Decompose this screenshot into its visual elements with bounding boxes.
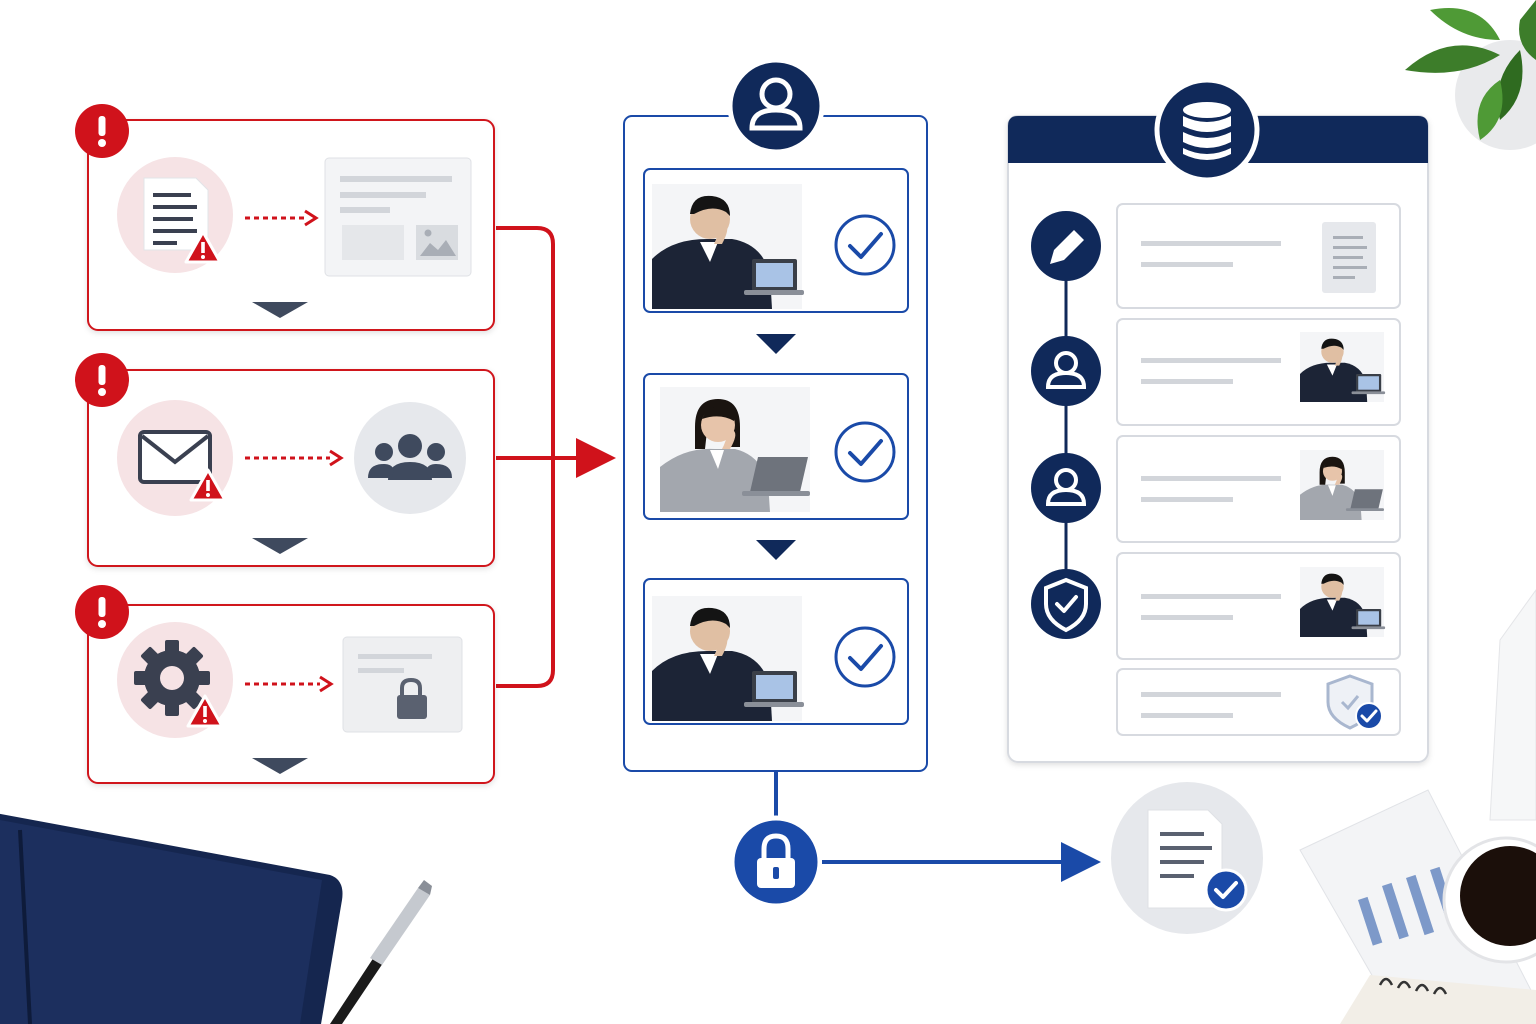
gear-warning-icon: [134, 640, 224, 728]
alert-icon: [75, 104, 129, 158]
database-icon: [1154, 77, 1260, 183]
risk-panel-email: [75, 353, 495, 567]
review-step-2: [643, 373, 909, 520]
lock-icon: [729, 815, 823, 909]
document-thumb-icon: [1322, 222, 1376, 293]
group-icon: [354, 402, 466, 514]
mail-warning-icon: [138, 430, 227, 502]
image-page-icon: [324, 157, 472, 277]
document-warning-icon: [143, 177, 222, 264]
man-at-laptop: [1300, 567, 1386, 637]
woman-at-laptop: [660, 387, 810, 512]
pen-decoration: [330, 880, 432, 1024]
user-icon: [727, 57, 825, 155]
pencil-icon: [1031, 211, 1101, 281]
review-step-1: [643, 168, 909, 313]
user-icon: [1031, 336, 1101, 406]
alert-icon: [75, 353, 129, 407]
shield-verified-icon: [1326, 674, 1383, 730]
check-circle-icon: [834, 626, 896, 688]
user-icon: [1031, 453, 1101, 523]
expand-chevron-icon: [252, 302, 308, 318]
review-step-3: [643, 578, 909, 725]
risk-panel-settings: [75, 585, 495, 784]
spiral-notepad-decoration: [1340, 975, 1536, 1024]
check-circle-icon: [834, 214, 896, 276]
verified-document-icon: [1111, 782, 1263, 934]
risk-connector-lines: [496, 226, 616, 688]
man-at-laptop: [652, 184, 804, 309]
man-at-laptop: [1300, 332, 1386, 402]
step-arrow-icon: [756, 540, 796, 560]
risk-panel-document: [75, 104, 495, 331]
woman-at-laptop: [1300, 450, 1384, 520]
locked-page-icon: [342, 636, 463, 733]
paper-stack-decoration: [1489, 589, 1536, 821]
plant-decoration: [1405, 0, 1536, 150]
expand-chevron-icon: [252, 758, 308, 774]
alert-icon: [75, 585, 129, 639]
check-circle-icon: [834, 421, 896, 483]
shield-check-icon: [1031, 569, 1101, 639]
step-arrow-icon: [756, 334, 796, 354]
notebook-decoration: [0, 813, 343, 1024]
record-panel: [1007, 77, 1429, 763]
expand-chevron-icon: [252, 538, 308, 554]
coffee-cup-decoration: [1442, 836, 1536, 964]
man-at-laptop: [652, 596, 804, 721]
review-column: [623, 57, 928, 772]
